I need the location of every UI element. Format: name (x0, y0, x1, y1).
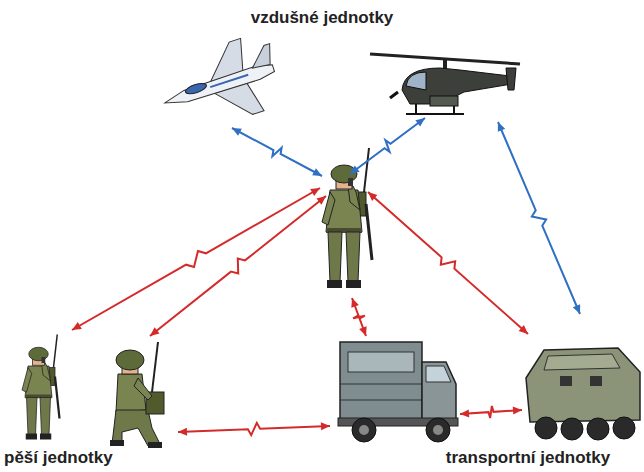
group-label: pěší jednotky (4, 448, 113, 467)
radio-link (232, 128, 322, 176)
link-line (460, 406, 522, 418)
link-arrowhead (316, 196, 326, 205)
link-arrowhead (498, 122, 505, 132)
link-arrowhead (359, 326, 367, 336)
group-label-slot: vzdušné jednotky (251, 8, 394, 28)
link-arrowhead (72, 322, 82, 330)
link-arrowhead (351, 298, 359, 308)
link-arrowhead (350, 165, 360, 174)
link-arrowhead (178, 428, 187, 436)
link-arrowhead (513, 407, 522, 415)
armoured-carrier (526, 348, 640, 440)
link-line (232, 128, 322, 176)
link-arrowhead (321, 422, 330, 430)
group-label: transportní jednotky (446, 448, 610, 467)
link-line (368, 192, 528, 334)
link-arrowhead (312, 168, 322, 176)
link-arrowhead (415, 118, 425, 127)
link-arrowhead (310, 188, 320, 196)
kneeling-soldier (110, 342, 164, 448)
link-arrowhead (460, 409, 469, 417)
link-arrowhead (573, 304, 580, 314)
link-line (350, 118, 425, 174)
radio-link (368, 192, 528, 334)
radio-soldier (322, 148, 372, 288)
helicopter (370, 54, 520, 114)
jet-aircraft (153, 30, 289, 139)
link-line (72, 188, 320, 330)
group-label-slot: transportní jednotky (446, 448, 610, 468)
group-label-slot: pěší jednotky (4, 448, 113, 468)
link-arrowhead (150, 327, 160, 336)
link-arrowhead (232, 128, 242, 136)
radio-link (350, 118, 425, 174)
radio-link (72, 188, 320, 330)
link-line (352, 298, 366, 336)
link-line (150, 196, 326, 336)
link-arrowhead (519, 325, 528, 334)
radio-link (498, 122, 580, 314)
radio-link (178, 422, 330, 435)
radio-link (150, 196, 326, 336)
link-arrowhead (368, 192, 377, 201)
link-line (498, 122, 580, 314)
link-line (178, 423, 330, 435)
truck (338, 342, 458, 442)
radio-link (351, 298, 366, 336)
infantry-soldier (22, 335, 60, 440)
radio-link (460, 406, 522, 418)
group-label: vzdušné jednotky (251, 8, 394, 27)
